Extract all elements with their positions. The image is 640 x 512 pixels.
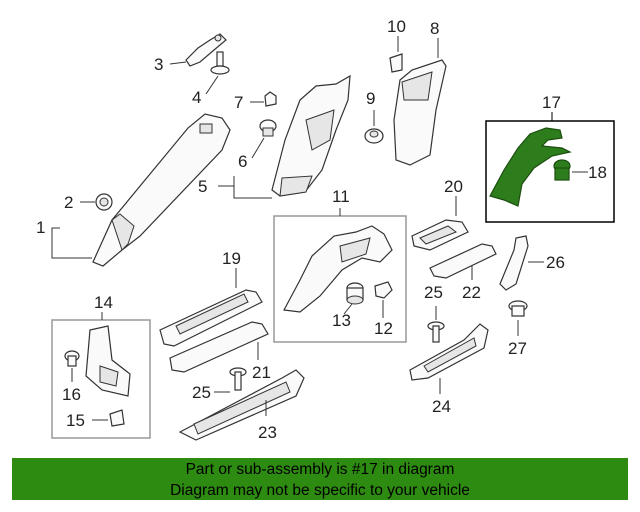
- info-banner: Part or sub-assembly is #17 in diagram D…: [12, 458, 628, 500]
- part-16-push-pin[interactable]: [64, 350, 80, 367]
- part-15-clip[interactable]: [109, 409, 125, 427]
- callout-12: 12: [374, 319, 393, 338]
- callout-7: 7: [234, 93, 243, 112]
- callout-20: 20: [444, 177, 463, 196]
- group-box-14: [51, 319, 151, 439]
- part-27-clip[interactable]: [508, 300, 528, 317]
- part-11-lower-pillar-trim[interactable]: [283, 225, 393, 313]
- callout-25-upper: 25: [424, 283, 443, 302]
- callout-2: 2: [64, 193, 73, 212]
- callout-13: 13: [332, 311, 351, 330]
- part-12-clip[interactable]: [374, 281, 393, 299]
- banner-line-2: Diagram may not be specific to your vehi…: [170, 482, 470, 499]
- callout-11: 11: [332, 187, 350, 206]
- part-4-screw[interactable]: [210, 51, 230, 75]
- part-8-upper-pillar-trim[interactable]: [393, 59, 447, 166]
- callout-16: 16: [62, 385, 81, 404]
- callout-17: 17: [542, 93, 561, 112]
- callout-6: 6: [238, 152, 247, 171]
- part-20-sill-plate[interactable]: [411, 219, 469, 251]
- group-box-17: [485, 120, 615, 223]
- callout-27: 27: [508, 339, 527, 358]
- part-1-pillar-trim[interactable]: [92, 113, 231, 267]
- part-26-bracket[interactable]: [499, 235, 529, 291]
- callout-24: 24: [432, 397, 451, 416]
- part-13-grommet[interactable]: [346, 282, 364, 305]
- callout-23: 23: [258, 423, 277, 442]
- callout-14: 14: [94, 293, 113, 312]
- part-22-reinforcement[interactable]: [429, 243, 497, 279]
- callout-1: 1: [36, 218, 45, 237]
- callout-10: 10: [387, 17, 406, 36]
- callout-21: 21: [252, 363, 271, 382]
- banner-line-1: Part or sub-assembly is #17 in diagram: [185, 461, 455, 478]
- part-21-reinforcement[interactable]: [169, 321, 269, 373]
- callout-25-lower: 25: [192, 383, 211, 402]
- callout-8: 8: [430, 19, 439, 38]
- part-23-lower-sill-trim[interactable]: [178, 369, 305, 441]
- part-2-clip[interactable]: [95, 193, 113, 211]
- callout-19: 19: [222, 249, 241, 268]
- callout-26: 26: [546, 253, 565, 272]
- part-7-clip[interactable]: [264, 91, 277, 107]
- part-24-lower-sill-trim[interactable]: [409, 323, 489, 381]
- part-25-screw-lower[interactable]: [229, 367, 247, 391]
- part-25-screw-upper[interactable]: [427, 321, 445, 343]
- callout-3: 3: [154, 55, 163, 74]
- callout-15: 15: [66, 411, 85, 430]
- part-6-grommet[interactable]: [259, 119, 277, 137]
- callout-4: 4: [192, 88, 201, 107]
- part-17-highlighted-trim[interactable]: [489, 127, 572, 207]
- part-19-sill-plate[interactable]: [159, 289, 263, 347]
- callout-22: 22: [462, 283, 481, 302]
- part-3-bracket[interactable]: [185, 33, 227, 67]
- part-14-bracket[interactable]: [85, 325, 131, 397]
- parts-diagram: 1 2 3 4 5 6 7 8: [36, 17, 615, 442]
- callout-18: 18: [588, 163, 607, 182]
- part-9-grommet[interactable]: [364, 128, 384, 144]
- part-18-grommet[interactable]: [553, 159, 571, 181]
- part-5-pillar-upper-trim[interactable]: [271, 74, 351, 197]
- callout-9: 9: [366, 89, 375, 108]
- part-10-clip[interactable]: [389, 53, 403, 73]
- callout-5: 5: [198, 177, 207, 196]
